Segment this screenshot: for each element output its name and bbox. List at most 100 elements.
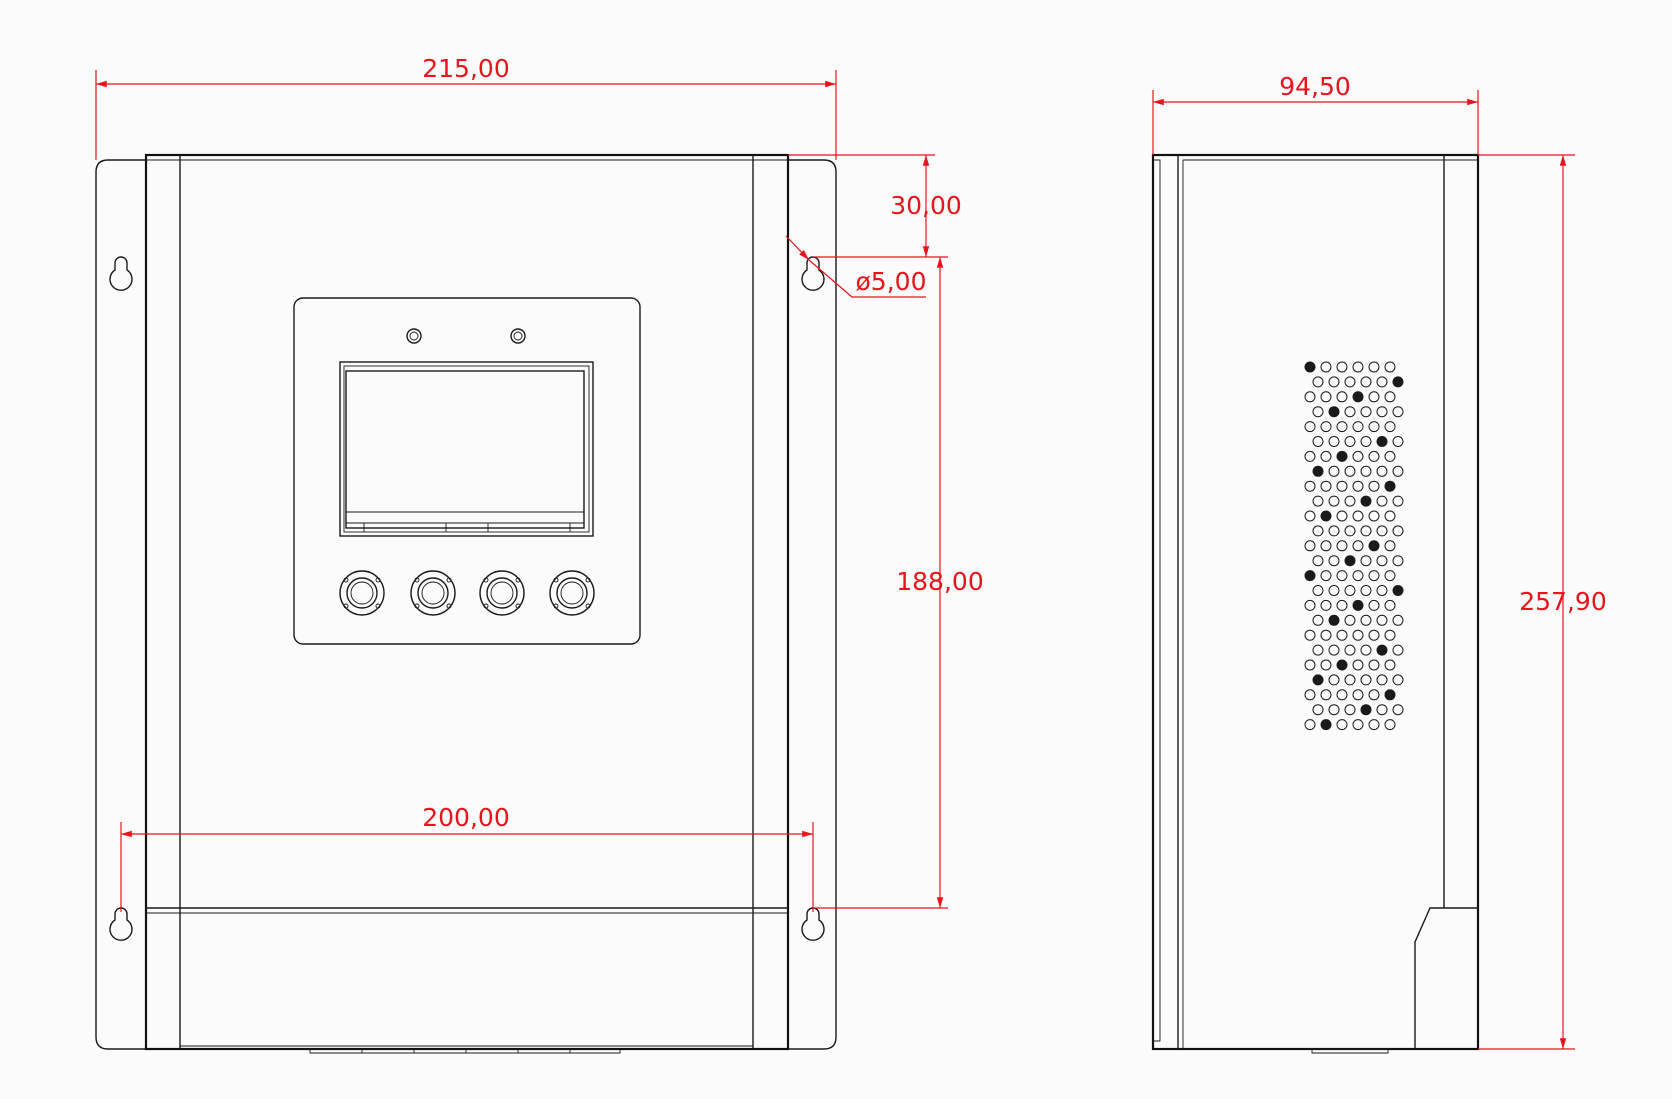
vent-hole [1304,450,1316,462]
vent-hole [1392,585,1404,596]
terminal-strip [309,1049,621,1054]
side-housing-outline [1151,153,1480,1051]
vent-hole [1384,421,1396,433]
vent-hole [1392,644,1404,656]
keyhole-bottom-left [109,907,133,941]
vent-hole [1360,614,1372,626]
dimension-hole-spacing-vertical: 188,00 [813,257,984,909]
side-bottom-foot [1311,1049,1389,1054]
vent-hole [1336,450,1348,462]
vent-hole [1320,391,1332,403]
vent-hole [1344,674,1356,686]
vent-hole [1368,719,1380,731]
vent-hole [1360,465,1372,477]
keyhole-bottom-right [801,907,825,941]
lcd-display [339,361,594,537]
vent-hole [1304,540,1316,552]
vent-hole [1328,644,1340,656]
vent-hole [1376,406,1388,418]
vent-hole [1392,555,1404,567]
vent-hole [1312,465,1324,477]
vent-hole [1344,376,1356,388]
vent-hole [1328,555,1340,567]
vent-hole [1352,421,1364,433]
panel-button-1[interactable] [339,570,385,616]
vent-hole [1312,614,1324,626]
vent-hole [1320,659,1332,671]
vent-hole [1376,614,1388,626]
vent-hole [1304,629,1316,641]
vent-hole [1352,570,1364,582]
vent-hole [1328,376,1340,388]
vent-hole [1392,704,1404,716]
vent-hole [1352,659,1364,671]
vent-hole [1368,689,1380,701]
vent-hole [1368,480,1380,492]
vent-hole [1344,614,1356,626]
vent-hole [1304,391,1316,403]
ventilation-grid [1304,361,1404,731]
vent-hole [1304,510,1316,522]
vent-hole [1336,689,1348,701]
panel-button-4[interactable] [549,570,595,616]
vent-hole [1376,674,1388,686]
vent-hole [1336,361,1348,373]
vent-hole [1320,450,1332,462]
vent-hole [1352,629,1364,641]
vent-hole [1328,465,1340,477]
vent-hole [1384,361,1396,373]
vent-hole [1336,391,1348,403]
vent-hole [1368,450,1380,462]
vent-hole [1392,376,1404,388]
vent-hole [1360,555,1372,567]
vent-hole [1320,421,1332,433]
vent-hole [1304,361,1316,373]
vent-hole [1368,510,1380,522]
vent-hole [1384,480,1396,492]
vent-hole [1320,480,1332,492]
vent-hole [1368,421,1380,433]
vent-hole [1352,480,1364,492]
vent-hole [1320,689,1332,701]
vent-hole [1320,570,1332,582]
dim-label-hole-spacing-horizontal: 200,00 [422,803,509,832]
vent-hole [1344,555,1356,567]
vent-hole [1376,585,1388,596]
vent-hole [1384,570,1396,582]
vent-hole [1392,465,1404,477]
vent-hole [1344,704,1356,716]
vent-hole [1304,659,1316,671]
vent-hole [1312,406,1324,418]
vent-hole [1352,510,1364,522]
vent-hole [1384,719,1396,731]
vent-hole [1328,704,1340,716]
vent-hole [1376,644,1388,656]
vent-hole [1352,361,1364,373]
vent-hole [1312,436,1324,447]
housing-body [144,153,790,1051]
vent-hole [1304,599,1316,611]
dim-label-depth: 94,50 [1279,72,1351,101]
vent-hole [1344,495,1356,507]
vent-hole [1320,540,1332,552]
vent-hole [1384,391,1396,403]
panel-button-2[interactable] [410,570,456,616]
vent-hole [1360,644,1372,656]
vent-hole [1384,510,1396,522]
vent-hole [1336,629,1348,641]
vent-hole [1360,376,1372,388]
vent-hole [1368,629,1380,641]
vent-hole [1376,525,1388,537]
vent-hole [1320,599,1332,611]
vent-hole [1368,540,1380,552]
side-back-flange [1153,159,1161,1042]
vent-hole [1344,644,1356,656]
vent-hole [1392,525,1404,537]
vent-hole [1328,614,1340,626]
vent-hole [1360,406,1372,418]
vent-hole [1360,704,1372,716]
vent-hole [1376,436,1388,447]
panel-button-3[interactable] [479,570,525,616]
dim-label-overall-height: 257,90 [1519,587,1606,616]
vent-hole [1384,450,1396,462]
